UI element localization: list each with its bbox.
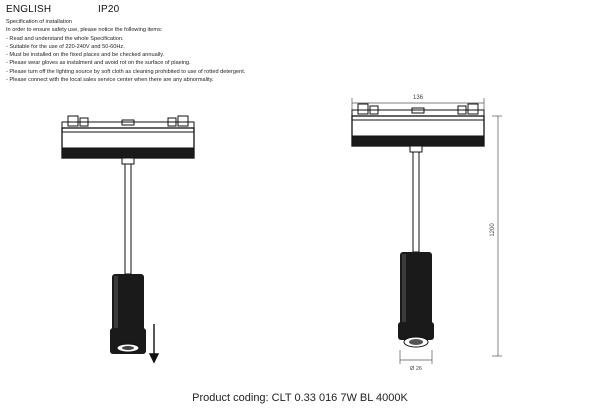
spot-cylinder	[110, 274, 146, 354]
width-value: 136	[413, 95, 424, 101]
suspension-rod	[409, 145, 423, 253]
height-value: 1200	[490, 223, 496, 237]
diameter-value: Ø 26	[410, 366, 422, 372]
instruction-item: - Please connect with the local sales se…	[6, 77, 214, 84]
track-adapter	[351, 103, 485, 147]
track-adapter	[61, 115, 195, 159]
installation-instructions: Specification of installation In order t…	[6, 18, 245, 84]
instruction-item: - Please wear gloves as instalment and a…	[6, 60, 191, 67]
fixture-illustration	[61, 115, 195, 364]
suspension-rod	[121, 157, 135, 275]
instructions-intro: In order to ensure safety use, please no…	[6, 27, 163, 34]
dimension-drawing: 136 1200 Ø 26	[351, 95, 502, 372]
language-label: ENGLISH	[6, 4, 52, 15]
instruction-item: - Please turn off the lighting source by…	[6, 68, 246, 75]
product-coding: Product coding: CLT 0.33 016 7W BL 4000K	[192, 392, 408, 404]
spot-cylinder	[398, 252, 434, 348]
instruction-item: - Must be installed on the fixed places …	[6, 52, 165, 59]
instruction-item: - Read and understand the whole Specific…	[6, 35, 124, 42]
arrow-down-icon	[148, 324, 160, 364]
height-dimension	[492, 115, 502, 357]
instruction-item: - Suitable for the use of 220-240V and 5…	[6, 43, 125, 50]
instructions-title: Specification of installation	[6, 19, 72, 25]
header: ENGLISH IP20	[6, 4, 119, 15]
diameter-dimension	[399, 350, 433, 364]
ip-rating-label: IP20	[98, 4, 120, 15]
